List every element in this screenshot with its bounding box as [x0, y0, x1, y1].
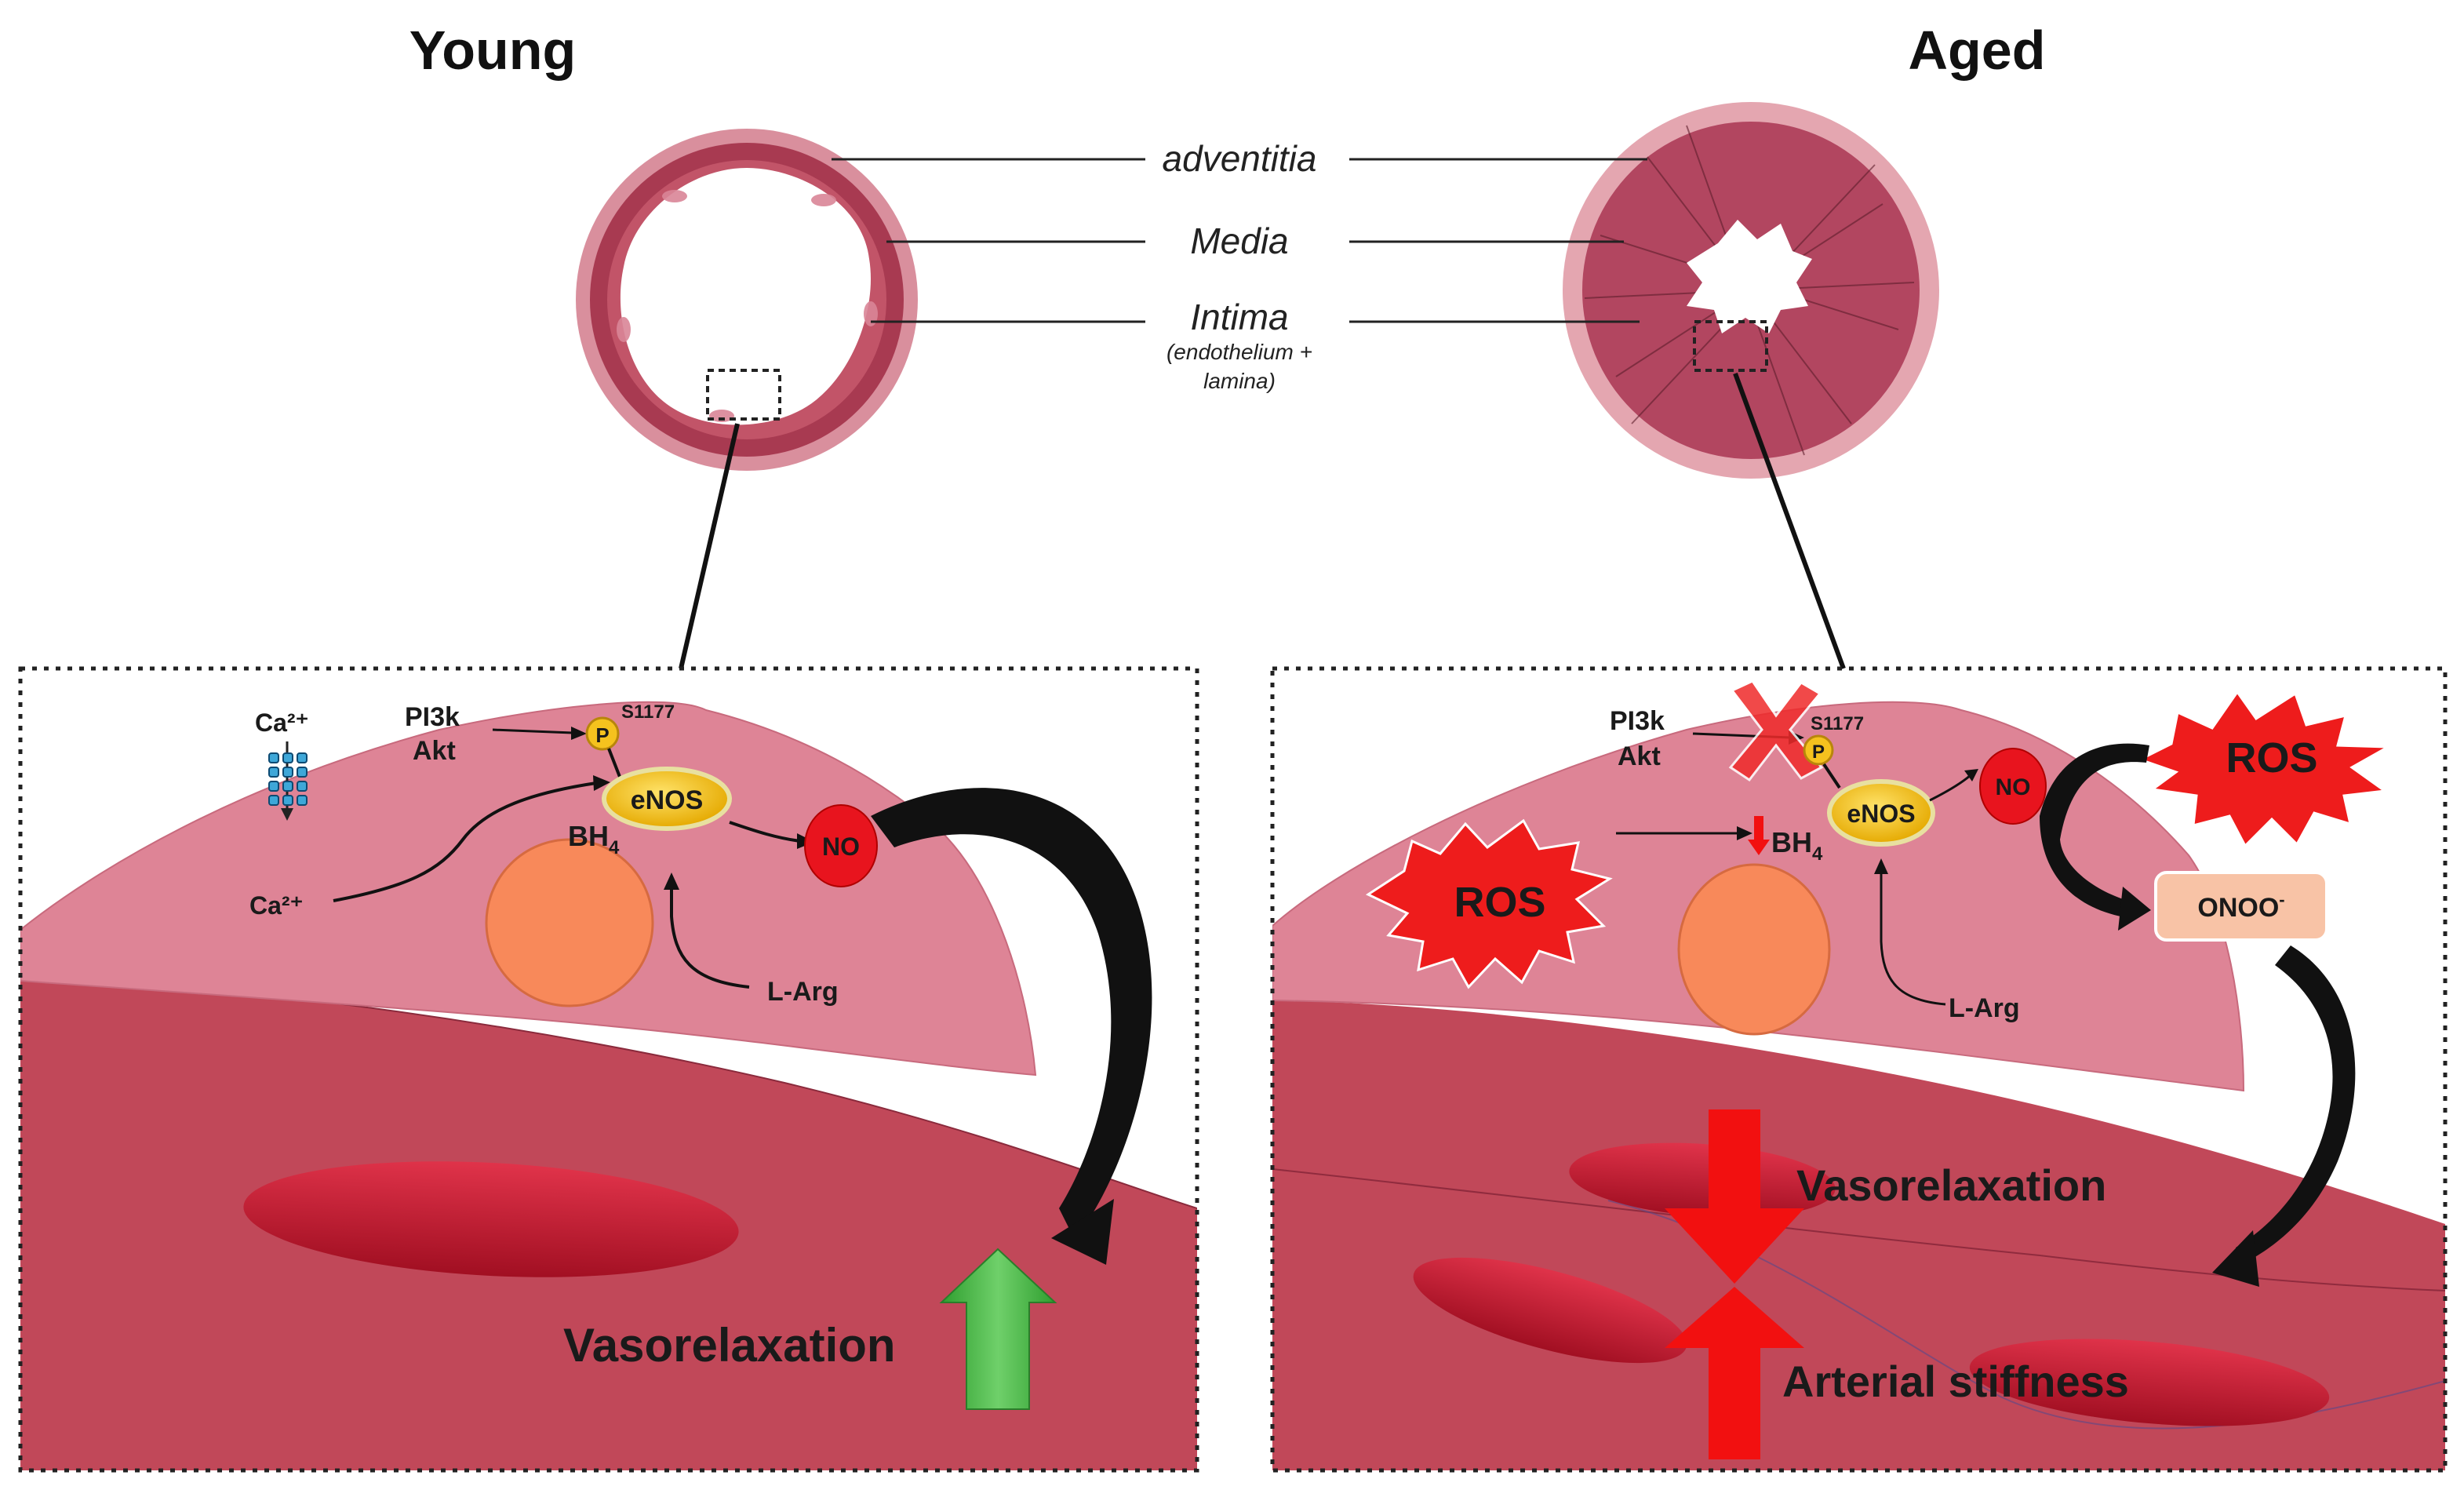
- green-up-arrow-icon: [939, 1248, 1057, 1410]
- young-artery-cross-section: [576, 129, 918, 471]
- aged-larg-label: L-Arg: [1949, 993, 2020, 1023]
- site-label: S1177: [621, 701, 675, 723]
- young-detail-panel: Ca²⁺ Ca²⁺ PI3k Akt P S1177 eNOS BH4 NO L…: [18, 666, 1199, 1473]
- young-bh4-label: BH4: [568, 820, 620, 858]
- aged-muscle-nucleus-1: [1569, 1142, 1836, 1218]
- vasorelaxation-down-arrow-icon: [1665, 1109, 1804, 1284]
- intima-note-line1: (endothelium +: [1166, 340, 1312, 364]
- calcium-channel-icon: [268, 741, 308, 821]
- aged-phospho-label: P: [1812, 741, 1825, 763]
- intima-label: Intima: [1190, 297, 1288, 337]
- aged-outcome-vasorelaxation-label: Vasorelaxation: [1796, 1160, 2106, 1210]
- aged-outcome-stiffness-label: Arterial stiffness: [1782, 1357, 2129, 1406]
- aged-enos-label: eNOS: [1847, 800, 1915, 828]
- aged-detail-panel: PI3k Akt P S1177 eNOS BH4 ROS NO: [1270, 666, 2448, 1473]
- inhibition-x-icon: [1728, 679, 1824, 782]
- ros-right-burst-icon: [2137, 690, 2393, 848]
- young-larg-arrow: [670, 887, 750, 989]
- young-endothelial-nucleus: [485, 838, 654, 1007]
- aged-muscle-nucleus-3: [1969, 1339, 2330, 1426]
- aged-larg-arrow: [1880, 871, 1946, 1006]
- aged-enos-enzyme: [1827, 779, 1935, 847]
- phospho-label: P: [595, 723, 609, 747]
- adventitia-label: adventitia: [1163, 138, 1317, 179]
- aged-bh4-label: BH4: [1771, 826, 1823, 865]
- young-enos-label: eNOS: [631, 785, 704, 815]
- intima-note-line2: lamina): [1203, 369, 1276, 393]
- young-title: Young: [409, 20, 577, 81]
- ros-left-burst-icon: [1365, 818, 1613, 989]
- ca-top-label: Ca²⁺: [255, 709, 308, 737]
- aged-muscle-nucleus-2: [1413, 1257, 1687, 1364]
- media-label: Media: [1190, 220, 1288, 261]
- aged-no-molecule: [1979, 748, 2047, 825]
- aged-title: Aged: [1909, 20, 2046, 81]
- young-no-label: NO: [822, 832, 860, 861]
- young-outcome-label: Vasorelaxation: [563, 1319, 896, 1372]
- onoo-effect-arrow: [2236, 945, 2356, 1263]
- young-no-molecule: [804, 804, 878, 887]
- layer-labels: adventitia Media Intima (endothelium + l…: [832, 138, 1647, 393]
- aged-no-label: NO: [1996, 774, 2031, 800]
- young-no-effect-arrow: [871, 788, 1152, 1240]
- aged-akt-label: Akt: [1618, 741, 1661, 771]
- aged-endothelial-nucleus: [1677, 863, 1831, 1036]
- ca-to-enos-arrow: [333, 781, 597, 902]
- akt-label: Akt: [413, 736, 456, 766]
- aged-artery-cross-section: [1563, 102, 1939, 479]
- onoo-box: [2154, 871, 2328, 942]
- ros-right-label: ROS: [2226, 734, 2317, 781]
- young-smooth-muscle-nucleus: [243, 1161, 739, 1277]
- no-to-onoo-arrow: [2040, 743, 2149, 918]
- young-enos-enzyme: [602, 767, 732, 831]
- young-zoom-connector: [679, 423, 740, 669]
- phospho-site-icon: [585, 716, 620, 751]
- aged-pi3k-label: PI3k: [1610, 706, 1665, 736]
- pi3k-label: PI3k: [405, 702, 460, 732]
- aged-phospho-site-icon: [1803, 734, 1834, 766]
- aged-zoom-connector: [1733, 372, 1846, 670]
- ros-left-label: ROS: [1454, 879, 1545, 926]
- bh4-decrease-arrow-icon: [1748, 816, 1770, 855]
- onoo-label: ONOO-: [2197, 890, 2284, 923]
- stiffness-up-arrow-icon: [1665, 1287, 1804, 1459]
- young-larg-label: L-Arg: [767, 977, 839, 1007]
- aged-site-label: S1177: [1811, 713, 1864, 734]
- ca-bottom-label: Ca²⁺: [249, 891, 303, 920]
